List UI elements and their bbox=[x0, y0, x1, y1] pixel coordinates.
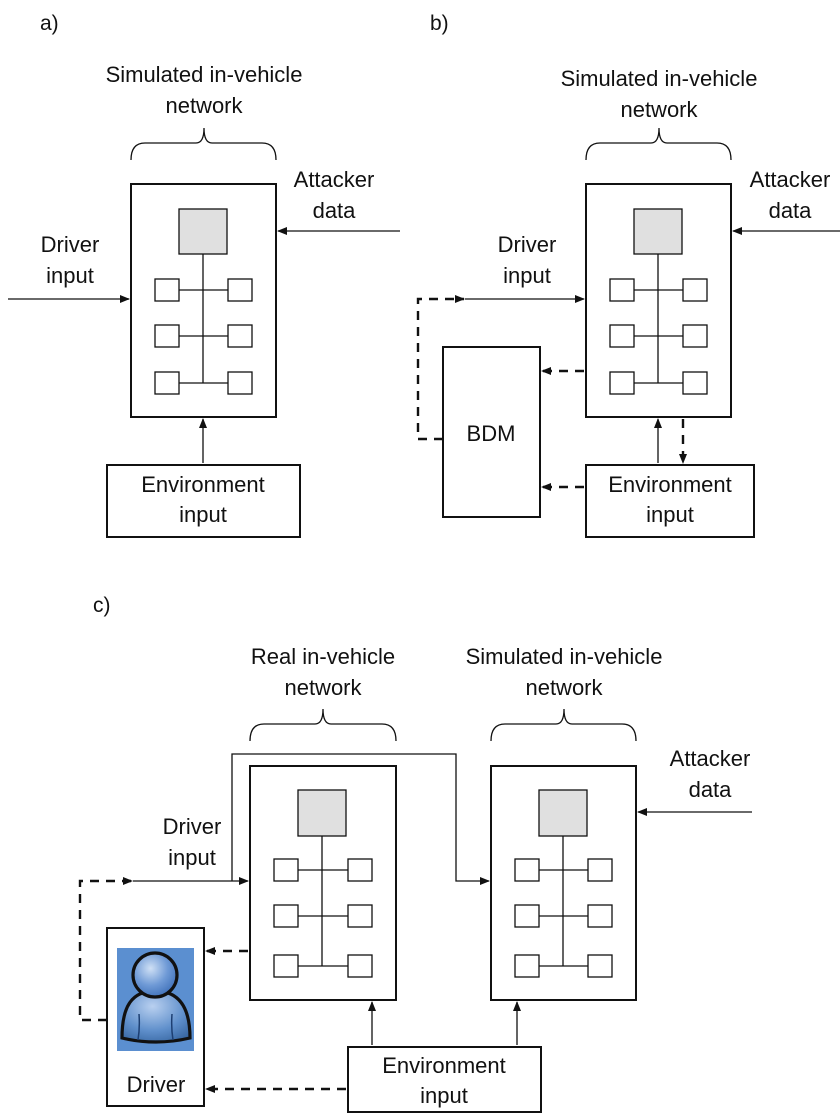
panel-b: b) Simulated in-vehicle network Attacker… bbox=[416, 12, 840, 538]
panel-b-ecu bbox=[682, 371, 708, 395]
panel-c-sim-gateway-ecu bbox=[538, 789, 588, 837]
panel-b-ecu bbox=[682, 278, 708, 302]
panel-a-label: a) bbox=[40, 12, 59, 35]
panel-a-driver-line2: input bbox=[46, 263, 94, 288]
panel-c-sim-ecu bbox=[514, 954, 540, 978]
panel-b-ecu bbox=[609, 371, 635, 395]
panel-b-environment-line2: input bbox=[646, 502, 694, 527]
panel-c-sim-ecu bbox=[587, 954, 613, 978]
panel-b-ecu-topology bbox=[609, 208, 708, 395]
panel-a-attacker-line2: data bbox=[313, 198, 357, 223]
panel-c-real-ecu bbox=[347, 904, 373, 928]
panel-c-sim-network-brace bbox=[490, 708, 637, 742]
panel-a-ecu-topology bbox=[154, 208, 253, 395]
panel-b-driver-line1: Driver bbox=[498, 232, 557, 257]
panel-a-ecu bbox=[154, 278, 180, 302]
panel-b-attacker-line1: Attacker bbox=[750, 167, 831, 192]
panel-a-network-label-line1: Simulated in-vehicle bbox=[106, 62, 303, 87]
panel-c-sim-network-line1: Simulated in-vehicle bbox=[466, 644, 663, 669]
panel-a-ecu bbox=[227, 278, 253, 302]
panel-b-attacker-line2: data bbox=[769, 198, 813, 223]
panel-c-label: c) bbox=[93, 594, 111, 617]
panel-b-network-label-line2: network bbox=[620, 97, 698, 122]
panel-a-gateway-ecu bbox=[178, 208, 228, 255]
panel-c-sim-ecu bbox=[514, 904, 540, 928]
panel-c: c) Real in-vehicle network Simulated in-… bbox=[78, 594, 752, 1113]
panel-c-driver-input-line1: Driver bbox=[163, 814, 222, 839]
panel-c-sim-ecu-topology bbox=[514, 789, 613, 978]
panel-c-attacker-line2: data bbox=[689, 777, 733, 802]
panel-c-real-ecu bbox=[347, 954, 373, 978]
panel-c-driver-label: Driver bbox=[127, 1072, 186, 1097]
person-icon bbox=[117, 948, 194, 1051]
panel-b-network-brace bbox=[585, 127, 732, 161]
panel-c-real-network-line1: Real in-vehicle bbox=[251, 644, 395, 669]
panel-b-network-label-line1: Simulated in-vehicle bbox=[561, 66, 758, 91]
panel-b-environment-line1: Environment bbox=[608, 472, 732, 497]
panel-c-real-ecu-topology bbox=[273, 789, 373, 978]
panel-a-environment-line2: input bbox=[179, 502, 227, 527]
panel-c-sim-ecu bbox=[514, 858, 540, 882]
panel-a-driver-line1: Driver bbox=[41, 232, 100, 257]
panel-b-ecu bbox=[682, 324, 708, 348]
panel-c-real-ecu bbox=[273, 954, 299, 978]
panel-c-real-network-line2: network bbox=[284, 675, 362, 700]
panel-c-driver-input-line2: input bbox=[168, 845, 216, 870]
panel-a: a) Simulated in-vehicle network Attacker… bbox=[8, 12, 400, 538]
panel-c-real-gateway-ecu bbox=[297, 789, 347, 837]
panel-b-driver-line2: input bbox=[503, 263, 551, 288]
panel-c-sim-ecu bbox=[587, 858, 613, 882]
panel-b-gateway-ecu bbox=[633, 208, 683, 255]
panel-c-environment-line2: input bbox=[420, 1083, 468, 1108]
panel-b-ecu bbox=[609, 324, 635, 348]
panel-c-environment-line1: Environment bbox=[382, 1053, 506, 1078]
panel-a-ecu bbox=[227, 324, 253, 348]
panel-c-driver-feedback bbox=[78, 877, 133, 1022]
panel-a-environment-line1: Environment bbox=[141, 472, 265, 497]
panel-a-environment-box bbox=[106, 464, 301, 538]
panel-c-environment-box bbox=[347, 1046, 542, 1113]
panel-c-real-ecu bbox=[347, 858, 373, 882]
panel-c-sim-ecu bbox=[587, 904, 613, 928]
panel-b-ecu bbox=[609, 278, 635, 302]
panel-a-ecu bbox=[154, 371, 180, 395]
panel-b-bdm-label: BDM bbox=[467, 421, 516, 446]
panel-c-real-network-brace bbox=[249, 708, 397, 742]
panel-c-sim-network-line2: network bbox=[525, 675, 603, 700]
panel-c-attacker-line1: Attacker bbox=[670, 746, 751, 771]
panel-a-attacker-line1: Attacker bbox=[294, 167, 375, 192]
panel-a-network-brace bbox=[130, 127, 277, 161]
panel-a-network-label-line2: network bbox=[165, 93, 243, 118]
panel-a-ecu bbox=[154, 324, 180, 348]
panel-b-label: b) bbox=[430, 12, 449, 35]
panel-b-environment-box bbox=[585, 464, 755, 538]
panel-c-driver-input-to-sim-arrow bbox=[231, 753, 490, 885]
panel-c-real-ecu bbox=[273, 904, 299, 928]
panel-c-real-ecu bbox=[273, 858, 299, 882]
panel-b-bdm-box bbox=[442, 346, 541, 518]
panel-a-ecu bbox=[227, 371, 253, 395]
